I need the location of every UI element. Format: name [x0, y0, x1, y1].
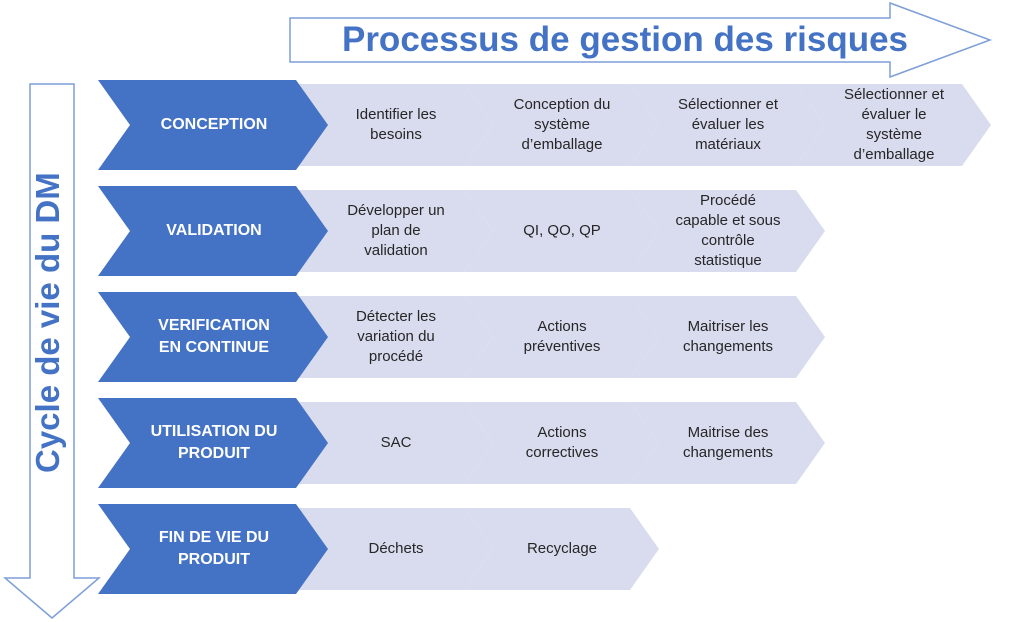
- step-label: Maitrise des changements: [682, 424, 774, 461]
- step-label: Actions préventives: [523, 318, 601, 355]
- step-label: Développer un plan de validation: [347, 202, 445, 259]
- step-label: Sélectionner et évaluer le système d’emb…: [843, 86, 945, 163]
- step-label: Conception du système d’emballage: [513, 96, 611, 153]
- step-chevron: [464, 84, 659, 166]
- phase-validation-label: VALIDATION: [166, 222, 262, 240]
- step-label: Actions correctives: [525, 424, 599, 461]
- step-chevron: [630, 190, 825, 272]
- phase-conception-label: CONCEPTION: [160, 116, 268, 134]
- process-title: Processus de gestion des risques: [341, 20, 909, 59]
- phase-chevron: [98, 398, 328, 488]
- step-chevron: [630, 84, 825, 166]
- step-chevron: [464, 296, 659, 378]
- phase-chevron: [98, 292, 328, 382]
- phase-chevrons: [98, 80, 991, 594]
- phase-chevron: [98, 504, 328, 594]
- step-chevron: [464, 190, 659, 272]
- step-chevron: [796, 84, 991, 166]
- phase-utilisation-label: UTILISATION DU PRODUIT: [150, 423, 278, 462]
- step-chevron: [298, 296, 493, 378]
- lifecycle-arrow: [2, 83, 102, 619]
- process-arrow: [289, 1, 993, 79]
- step-chevron: [464, 402, 659, 484]
- step-label: Déchets: [368, 540, 424, 558]
- step-label: SAC: [380, 434, 412, 452]
- step-chevron: [630, 296, 825, 378]
- step-chevron: [464, 508, 659, 590]
- phase-chevron: [98, 80, 328, 170]
- step-label: Procédé capable et sous contrôle statist…: [675, 192, 781, 269]
- step-label: Sélectionner et évaluer les matériaux: [677, 96, 779, 153]
- step-chevron: [630, 402, 825, 484]
- step-label: Recyclage: [526, 540, 598, 558]
- step-label: Maitriser les changements: [682, 318, 774, 355]
- step-label: QI, QO, QP: [523, 222, 601, 240]
- step-label: Identifier les besoins: [355, 106, 437, 143]
- phase-chevron: [98, 186, 328, 276]
- step-chevron: [298, 508, 493, 590]
- lifecycle-title: Cycle de vie du DM: [29, 172, 66, 474]
- phase-verification-label: VERIFICATION EN CONTINUE: [158, 317, 270, 356]
- step-chevron: [298, 402, 493, 484]
- phase-fin-de-vie-label: FIN DE VIE DU PRODUIT: [158, 529, 270, 568]
- step-chevron: [298, 190, 493, 272]
- step-chevron: [298, 84, 493, 166]
- step-label: Détecter les variation du procédé: [355, 308, 437, 365]
